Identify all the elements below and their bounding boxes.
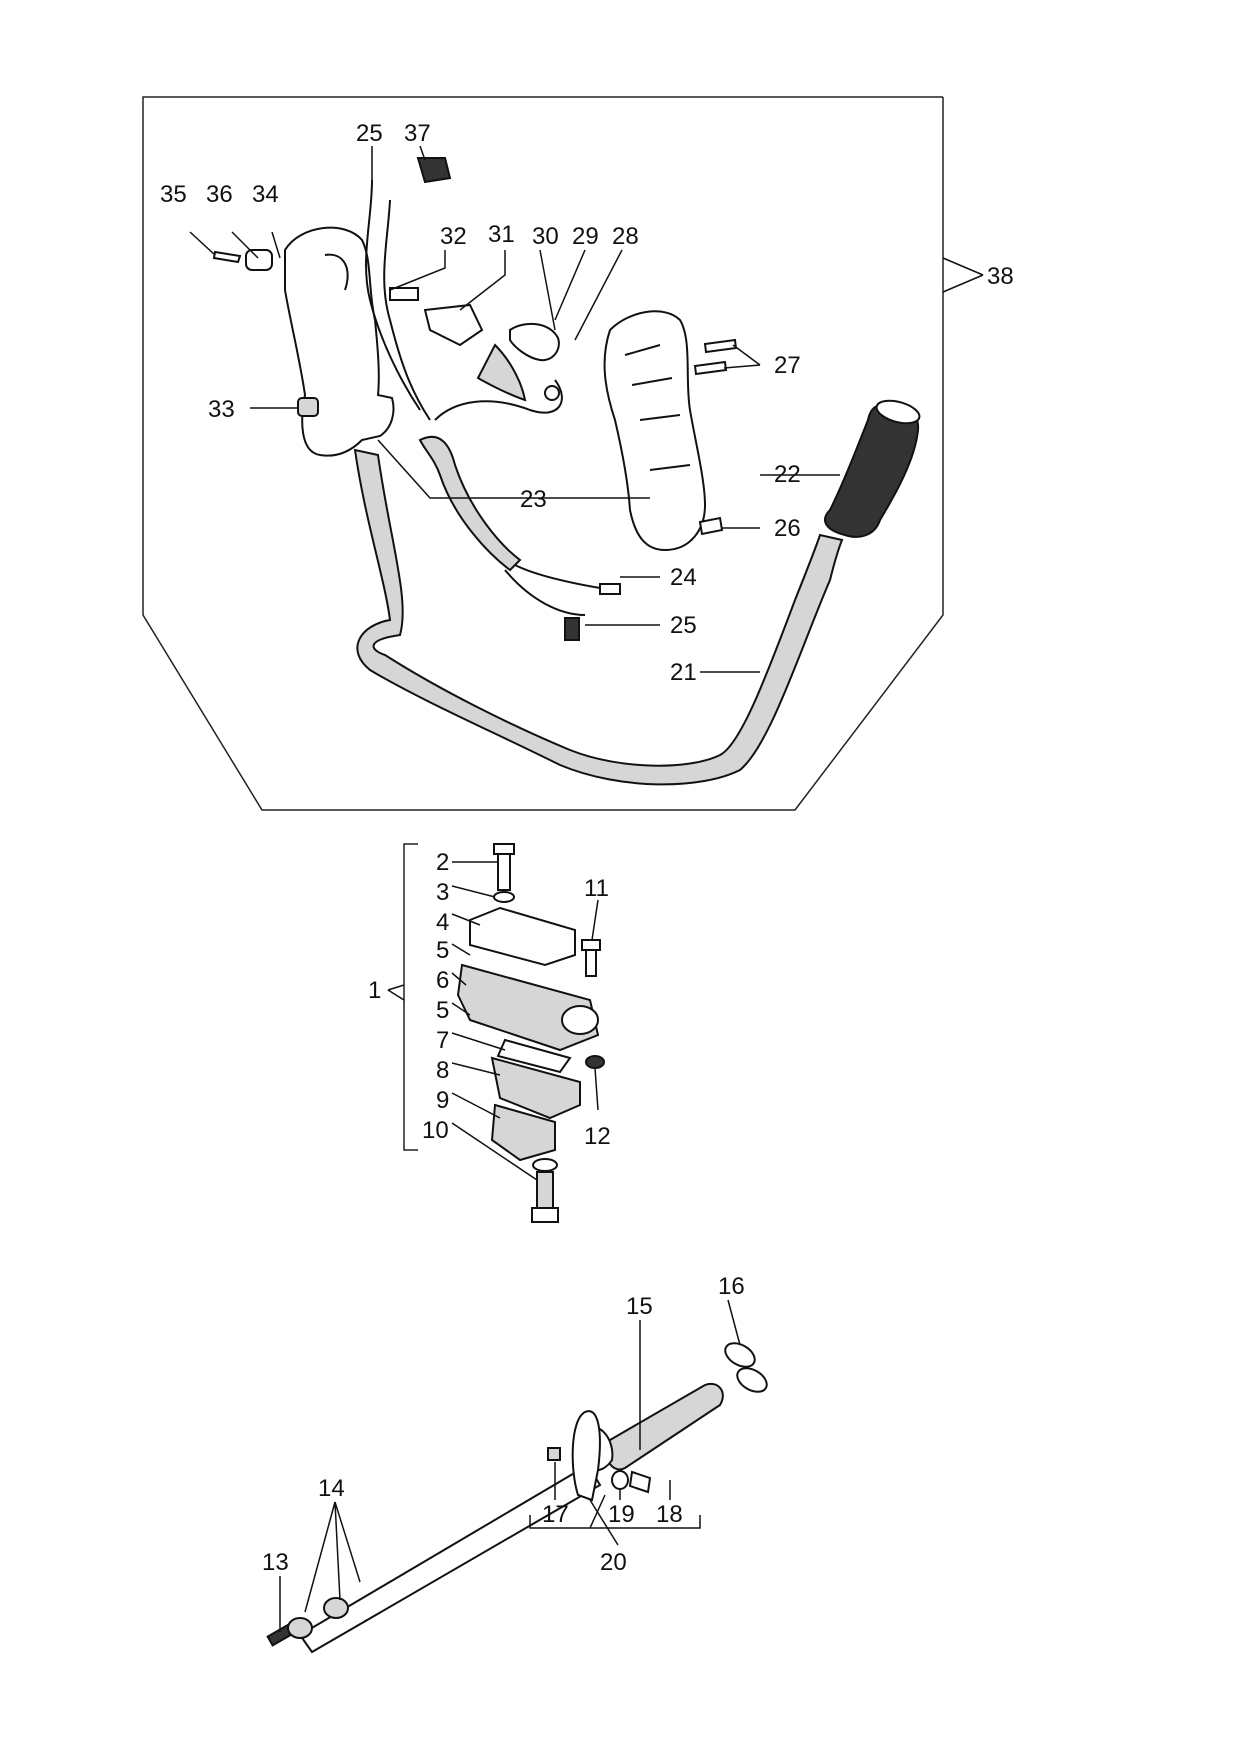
washer-12 xyxy=(585,1055,605,1069)
callout-27: 27 xyxy=(774,352,801,379)
callout-23: 23 xyxy=(520,486,547,513)
clamp-base xyxy=(490,1103,556,1162)
callout-4: 4 xyxy=(436,909,449,936)
washer-19 xyxy=(611,1470,629,1490)
callout-3: 3 xyxy=(436,879,449,906)
callout-12: 12 xyxy=(584,1123,611,1150)
callout-28: 28 xyxy=(612,223,639,250)
screw-18 xyxy=(628,1470,652,1494)
screw-34 xyxy=(212,250,242,264)
ring-16a xyxy=(724,1342,756,1368)
washer-3 xyxy=(493,891,515,903)
washer-10 xyxy=(532,1158,558,1172)
callout-9: 9 xyxy=(436,1087,449,1114)
callout-36: 36 xyxy=(206,181,233,208)
callout-5-upper: 5 xyxy=(436,937,449,964)
callout-14: 14 xyxy=(318,1475,345,1502)
bushing xyxy=(297,397,319,417)
harness-sleeve xyxy=(418,435,522,572)
ring-16b xyxy=(736,1367,768,1393)
left-grip-housing xyxy=(284,226,395,457)
callout-25-bottom: 25 xyxy=(670,612,697,639)
bolt-10 xyxy=(536,1171,554,1213)
trigger-lock xyxy=(509,322,560,362)
lever xyxy=(423,303,484,347)
callout-22: 22 xyxy=(774,461,801,488)
clamp-shim xyxy=(496,1038,572,1074)
callout-5-lower: 5 xyxy=(436,997,449,1024)
wiring-harness xyxy=(365,179,421,411)
callout-1: 1 xyxy=(368,977,381,1004)
handlebar-tube xyxy=(353,448,844,786)
callout-8: 8 xyxy=(436,1057,449,1084)
shaft-assembly: 13 14 15 16 17 19 18 20 xyxy=(262,1273,768,1654)
rear-grip xyxy=(605,1382,724,1471)
screw-27b xyxy=(693,360,728,376)
callout-17: 17 xyxy=(542,1501,569,1528)
callout-10: 10 xyxy=(422,1117,449,1144)
drive-shaft-tube xyxy=(298,1463,602,1654)
callout-32: 32 xyxy=(440,223,467,250)
assembly-38-outline xyxy=(142,96,944,811)
lock-spring xyxy=(389,287,419,301)
callout-35: 35 xyxy=(160,181,187,208)
callout-16: 16 xyxy=(718,1273,745,1300)
clamp-upper xyxy=(469,906,576,967)
callout-31: 31 xyxy=(488,221,515,248)
stop-switch xyxy=(416,157,452,184)
throttle-trigger xyxy=(476,343,527,402)
callout-29: 29 xyxy=(572,223,599,250)
right-grip xyxy=(824,402,920,538)
callout-30: 30 xyxy=(532,223,559,250)
nut-17 xyxy=(547,1447,561,1461)
clamp-body xyxy=(456,963,600,1052)
callout-33: 33 xyxy=(208,396,235,423)
grip-cover xyxy=(603,310,707,552)
callout-21: 21 xyxy=(670,659,697,686)
callout-13: 13 xyxy=(262,1549,289,1576)
screw-26 xyxy=(698,516,724,536)
callout-11: 11 xyxy=(584,875,609,902)
harness-loop xyxy=(571,1410,601,1502)
callout-18: 18 xyxy=(656,1501,683,1528)
callout-37: 37 xyxy=(404,120,431,147)
callout-26: 26 xyxy=(774,515,801,542)
clamp-assembly: 1 2 3 4 5 6 5 7 8 9 10 11 12 xyxy=(368,843,611,1223)
callout-6: 6 xyxy=(436,967,449,994)
handlebar-assembly: 25 37 35 36 34 32 31 30 29 28 38 27 33 2… xyxy=(142,96,1014,811)
shaft-fitting-2 xyxy=(323,1597,349,1619)
callout-38: 38 xyxy=(987,263,1014,290)
callout-20: 20 xyxy=(600,1549,627,1576)
callout-34: 34 xyxy=(252,181,279,208)
callout-7: 7 xyxy=(436,1027,449,1054)
cap-nut xyxy=(245,249,273,271)
callout-25-top: 25 xyxy=(356,120,383,147)
wire-connector xyxy=(564,617,580,641)
callout-2: 2 xyxy=(436,849,449,876)
screw-27a xyxy=(703,338,738,354)
shaft-fitting-1 xyxy=(287,1617,313,1639)
clamp-lower xyxy=(490,1056,581,1120)
callout-19: 19 xyxy=(608,1501,635,1528)
callout-15: 15 xyxy=(626,1293,653,1320)
callout-24: 24 xyxy=(670,564,697,591)
